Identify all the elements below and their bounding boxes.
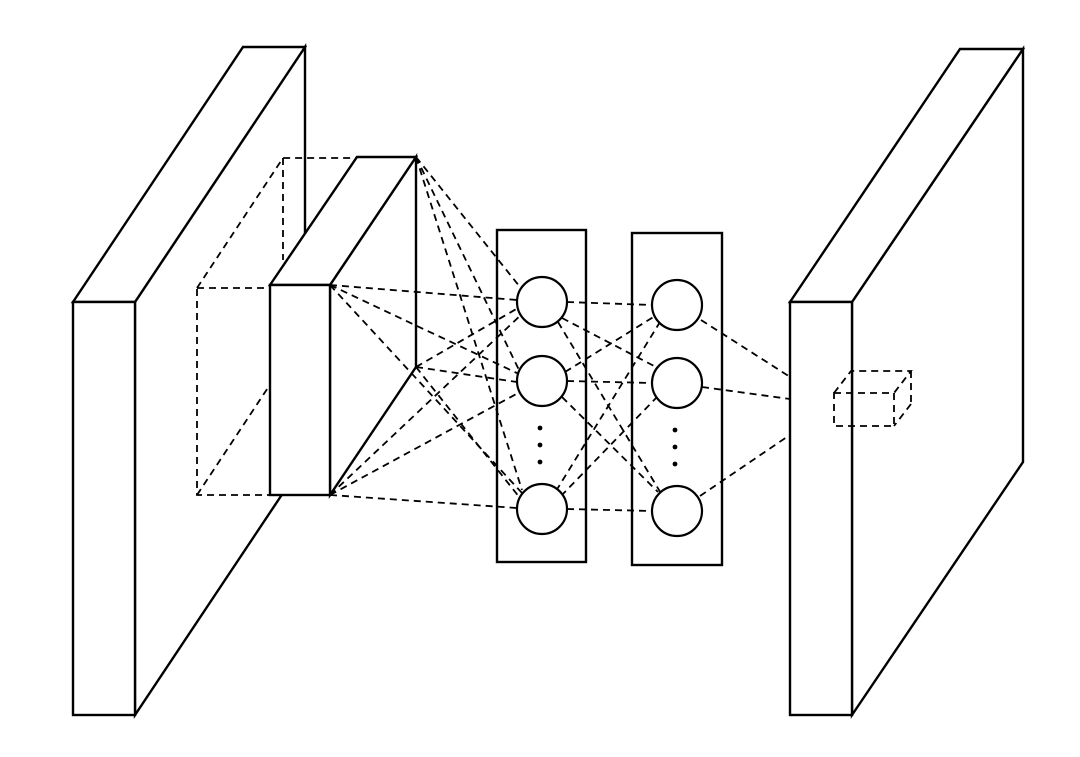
output-volume-front <box>788 300 854 717</box>
feature-slab-front <box>268 283 332 497</box>
hidden-layer-1 <box>515 275 569 536</box>
hidden-layer-2-node <box>650 356 704 410</box>
output-voxel <box>833 370 913 427</box>
hidden-layer-2-ellipsis <box>672 427 678 467</box>
input-volume <box>70 43 308 719</box>
input-volume-front <box>71 300 137 717</box>
output-voxel-side-bottom <box>893 403 912 427</box>
hidden-layer-1-node <box>515 275 569 329</box>
feature-slab <box>267 153 419 499</box>
hidden-layer-1-node <box>515 354 569 408</box>
output-voxel-top <box>833 370 913 394</box>
hidden-layer-1-node <box>515 482 569 536</box>
output-volume <box>787 45 1026 719</box>
output-voxel-front <box>833 392 895 427</box>
receptive-field-diagonal <box>196 364 284 496</box>
hidden-layer-2-node <box>650 278 704 332</box>
hidden-layer-2-node <box>650 484 704 538</box>
hidden-layer-2 <box>650 278 704 538</box>
receptive-field-front <box>196 287 331 496</box>
connections-slab-to-layer1 <box>329 156 524 509</box>
hidden-layer-1-ellipsis <box>537 425 543 465</box>
connections-layer1-to-layer2 <box>555 301 663 512</box>
